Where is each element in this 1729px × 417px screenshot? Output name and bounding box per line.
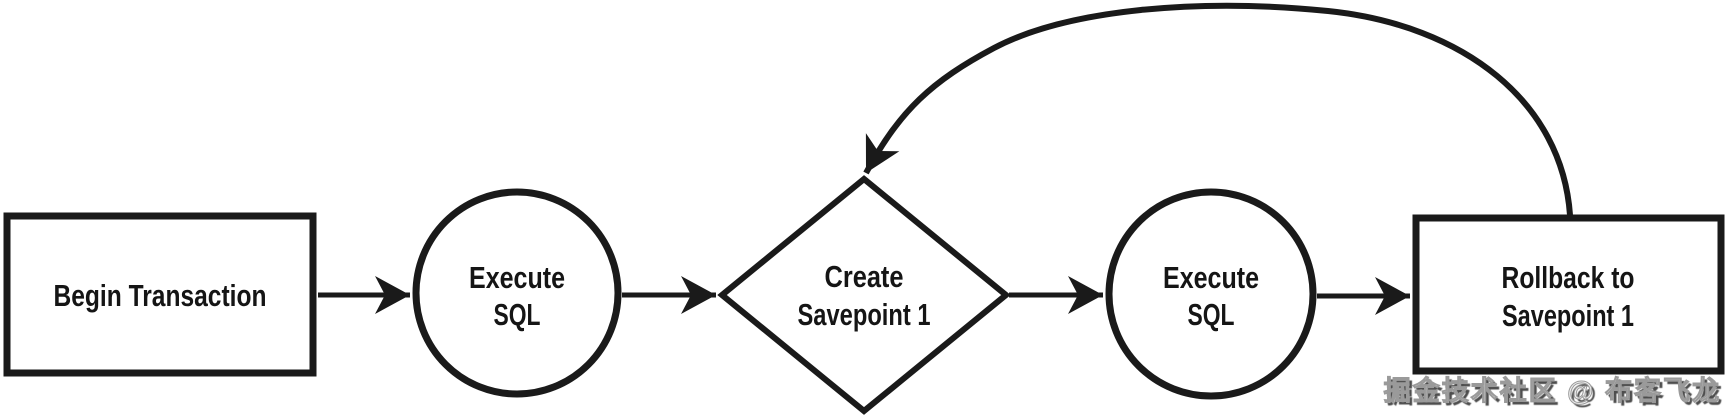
begin-transaction-label: Begin Transaction xyxy=(54,278,267,313)
node-rollback-to-savepoint-1: Rollback to Savepoint 1 xyxy=(1412,214,1725,375)
node-create-savepoint-1: Create Savepoint 1 xyxy=(717,175,1011,415)
create-savepoint-diamond xyxy=(717,175,1011,415)
execute-sql-2-label-line2: SQL xyxy=(1188,297,1235,332)
loop-back-arrow xyxy=(863,2,1573,216)
execute-sql-1-label-line2: SQL xyxy=(494,297,541,332)
node-begin-transaction: Begin Transaction xyxy=(3,212,317,377)
create-savepoint-label-line1: Create xyxy=(825,259,904,294)
node-execute-sql-1: Execute SQL xyxy=(412,188,622,398)
node-execute-sql-2: Execute SQL xyxy=(1105,188,1317,400)
watermark-text: 掘金技术社区 @ 布客飞龙 xyxy=(1383,376,1721,407)
rollback-label-line1: Rollback to xyxy=(1502,260,1635,295)
begin-transaction-box xyxy=(3,212,317,377)
rollback-box xyxy=(1412,214,1725,375)
create-savepoint-label-line2: Savepoint 1 xyxy=(798,297,931,332)
execute-sql-1-label-line1: Execute xyxy=(469,260,565,295)
execute-sql-1-circle xyxy=(412,188,622,398)
execute-sql-2-circle xyxy=(1105,188,1317,400)
execute-sql-2-label-line1: Execute xyxy=(1163,260,1259,295)
rollback-label-line2: Savepoint 1 xyxy=(1502,298,1634,333)
